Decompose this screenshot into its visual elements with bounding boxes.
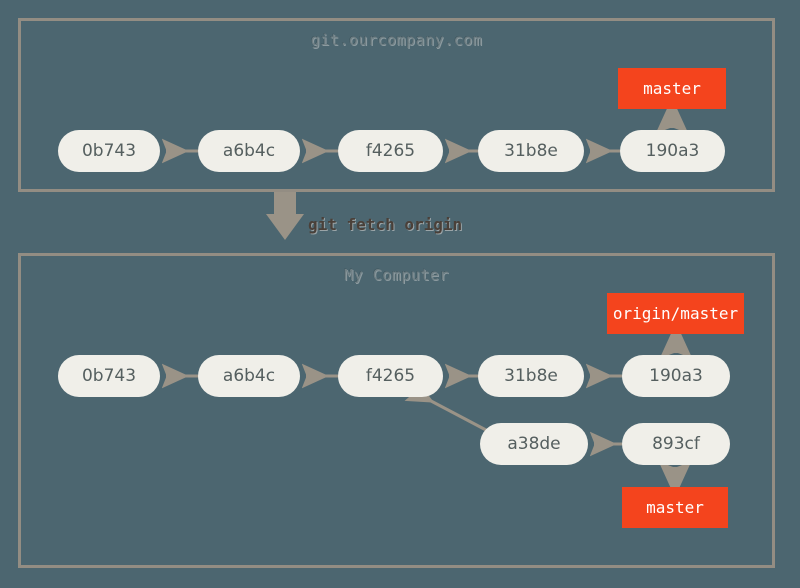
panel-remote: git.ourcompany.com <box>18 18 775 192</box>
git-fetch-arrow <box>266 192 304 240</box>
commit-node[interactable]: 0b743 <box>58 130 160 172</box>
commit-node[interactable]: f4265 <box>338 355 443 397</box>
branch-label-local-master[interactable]: master <box>622 487 728 528</box>
panel-remote-title: git.ourcompany.com <box>310 31 483 49</box>
commit-node[interactable]: a6b4c <box>198 355 300 397</box>
git-fetch-label: git fetch origin <box>308 215 463 234</box>
panel-local: My Computer <box>18 253 775 568</box>
commit-node[interactable]: 31b8e <box>478 355 584 397</box>
branch-label-master[interactable]: master <box>618 68 726 109</box>
commit-node[interactable]: 0b743 <box>58 355 160 397</box>
branch-label-origin-master[interactable]: origin/master <box>607 293 744 334</box>
commit-node[interactable]: 31b8e <box>478 130 584 172</box>
panel-local-title: My Computer <box>344 266 449 284</box>
commit-node[interactable]: a38de <box>480 423 588 465</box>
commit-node[interactable]: a6b4c <box>198 130 300 172</box>
commit-node[interactable]: 190a3 <box>622 355 730 397</box>
commit-node[interactable]: 190a3 <box>620 130 725 172</box>
commit-node[interactable]: 893cf <box>622 423 730 465</box>
commit-node[interactable]: f4265 <box>338 130 443 172</box>
